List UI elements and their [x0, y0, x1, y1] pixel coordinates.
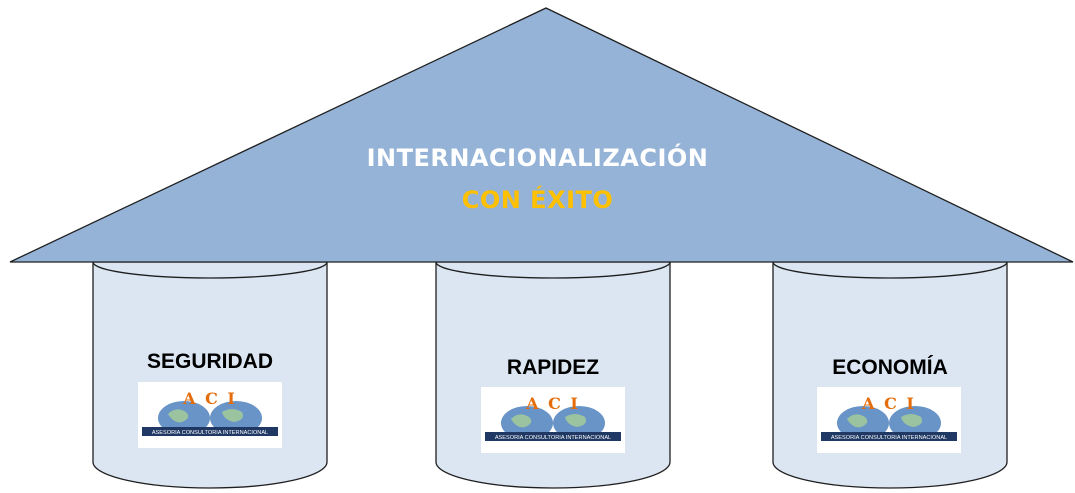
roof-triangle — [9, 7, 1074, 263]
logo-letters: A C I — [182, 389, 237, 408]
pillar-seguridad — [92, 261, 328, 489]
roof-title: INTERNACIONALIZACIÓN — [366, 144, 709, 172]
roof-subtitle: CON ÉXITO — [461, 186, 614, 214]
logo-letters: A C I — [861, 394, 916, 413]
pillar-label-rapidez: RAPIDEZ — [506, 356, 600, 379]
logo-letters: A C I — [525, 394, 580, 413]
logo-band: ASESORIA CONSULTORIA INTERNACIONAL — [152, 430, 268, 436]
pillar-label-economia: ECONOMÍA — [832, 356, 948, 379]
pillar-label-seguridad: SEGURIDAD — [146, 350, 273, 373]
aci-logo: A C I ASESORIA CONSULTORIA INTERNACIONAL — [481, 387, 625, 453]
aci-logo: A C I ASESORIA CONSULTORIA INTERNACIONAL — [817, 387, 961, 453]
logo-band: ASESORIA CONSULTORIA INTERNACIONAL — [831, 435, 947, 441]
aci-logo: A C I ASESORIA CONSULTORIA INTERNACIONAL — [138, 382, 282, 448]
logo-band: ASESORIA CONSULTORIA INTERNACIONAL — [495, 435, 611, 441]
